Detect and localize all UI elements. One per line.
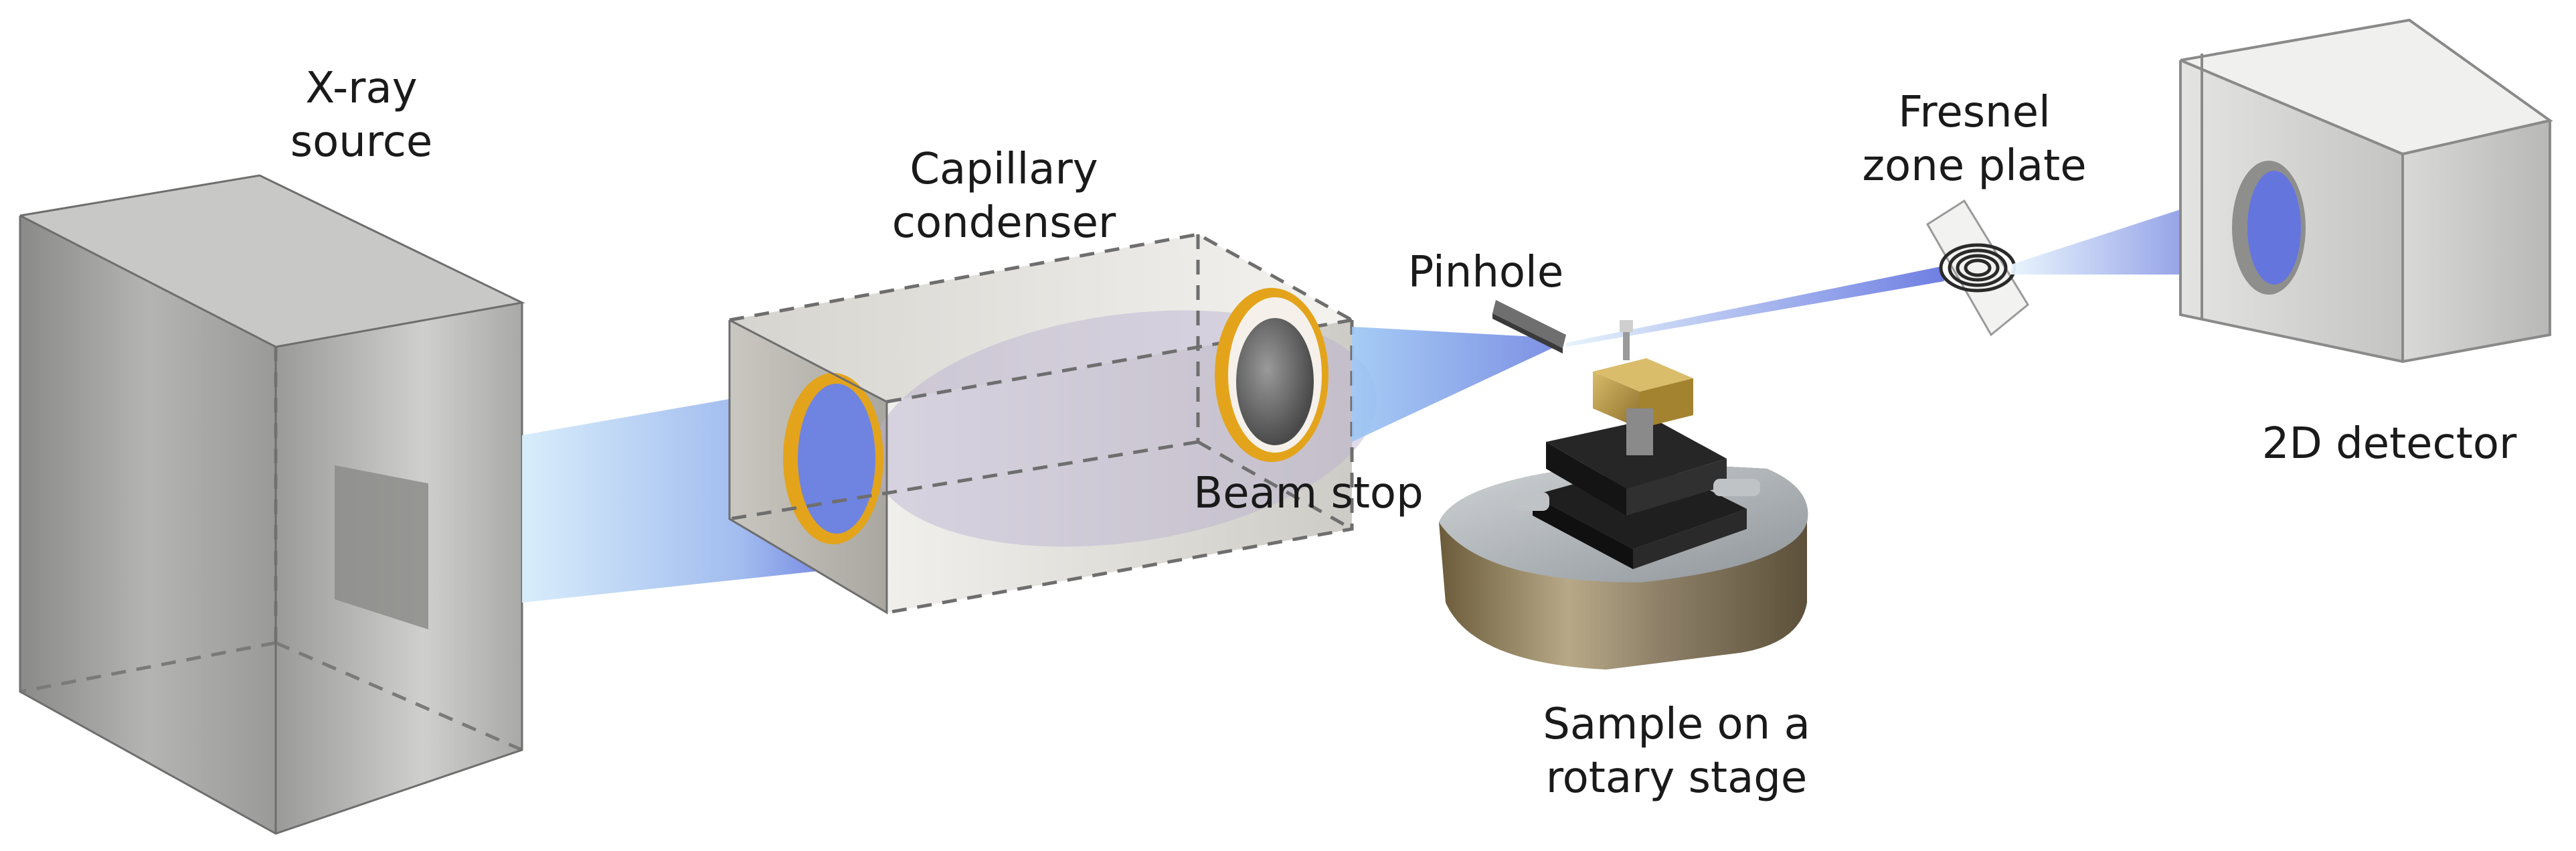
sample-pin — [1623, 320, 1630, 360]
label-xray-source-line2: source — [290, 117, 433, 167]
source-window — [335, 465, 428, 629]
label-beam-stop: Beam stop — [1175, 467, 1442, 520]
detector-2d — [2179, 18, 2553, 364]
label-fresnel-line1: Fresnel — [1898, 88, 2051, 137]
xray-beam-3 — [1566, 266, 1944, 347]
label-2d-detector-text: 2D detector — [2261, 419, 2517, 469]
rotary-stage — [1439, 320, 1808, 670]
label-sample-line1: Sample on a — [1543, 700, 1810, 749]
label-fresnel-zone-plate: Fresnel zone plate — [1847, 86, 2101, 193]
label-sample-stage: Sample on a rotary stage — [1519, 698, 1834, 805]
label-pinhole: Pinhole — [1385, 246, 1586, 299]
xray-beam-2 — [1352, 327, 1559, 442]
label-beam-stop-text: Beam stop — [1193, 469, 1424, 518]
pinhole-plate — [1492, 300, 1566, 354]
label-xray-source: X-ray source — [278, 62, 445, 169]
label-capillary-condenser-line2: condenser — [891, 198, 1116, 248]
xray-source-box — [19, 174, 525, 835]
label-capillary-condenser: Capillary condenser — [877, 143, 1131, 250]
label-capillary-condenser-line1: Capillary — [910, 145, 1098, 194]
label-sample-line2: rotary stage — [1545, 753, 1808, 803]
beam-stop — [1215, 288, 1328, 462]
label-fresnel-line2: zone plate — [1862, 141, 2087, 191]
label-2d-detector: 2D detector — [2249, 417, 2530, 471]
label-xray-source-line1: X-ray — [305, 64, 418, 113]
label-pinhole-text: Pinhole — [1407, 248, 1564, 297]
